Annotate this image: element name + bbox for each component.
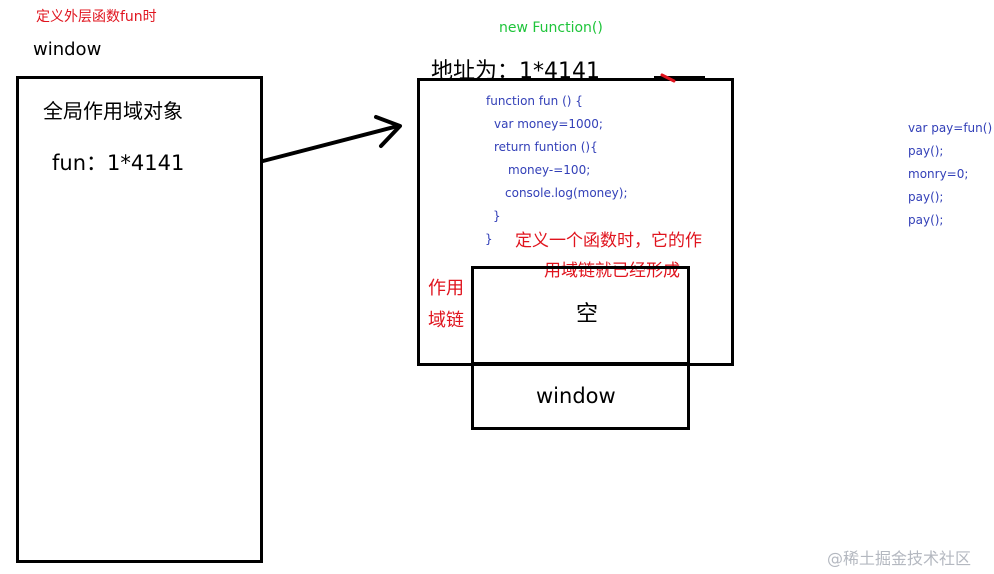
side-code-line: pay(); <box>908 213 944 227</box>
watermark: @稀土掘金技术社区 <box>827 549 972 568</box>
new-function-label: new Function() <box>499 20 603 36</box>
side-code-line: monry=0; <box>908 167 969 181</box>
code-line: money-=100; <box>508 163 591 177</box>
scope-chain-label-line2: 域链 <box>428 310 464 331</box>
global-scope-title: 全局作用域对象 <box>43 99 183 123</box>
scope-chain-label-line1: 作用 <box>428 278 464 299</box>
side-code-line: pay(); <box>908 190 944 204</box>
scope-chain-slot-window: window <box>536 384 616 408</box>
red-mark <box>654 73 705 83</box>
scope-chain-slot-empty: 空 <box>576 302 599 327</box>
define-outer-function-note: 定义外层函数fun时 <box>36 9 157 25</box>
code-line: console.log(money); <box>505 186 628 200</box>
code-line: function fun () { <box>486 94 583 108</box>
global-fun-reference: fun：1*4141 <box>52 151 185 175</box>
side-code-line: pay(); <box>908 144 944 158</box>
scope-chain-box <box>471 266 690 430</box>
code-line: } <box>485 232 493 246</box>
code-line: return funtion (){ <box>494 140 598 154</box>
code-line: } <box>493 209 501 223</box>
global-scope-box <box>16 76 263 563</box>
scope-chain-divider <box>471 362 690 365</box>
side-code-line: var pay=fun() <box>908 121 993 135</box>
reference-arrow <box>261 115 402 163</box>
code-line: var money=1000; <box>494 117 603 131</box>
window-label: window <box>33 39 102 60</box>
scope-chain-note-line1: 定义一个函数时，它的作 <box>515 231 702 251</box>
